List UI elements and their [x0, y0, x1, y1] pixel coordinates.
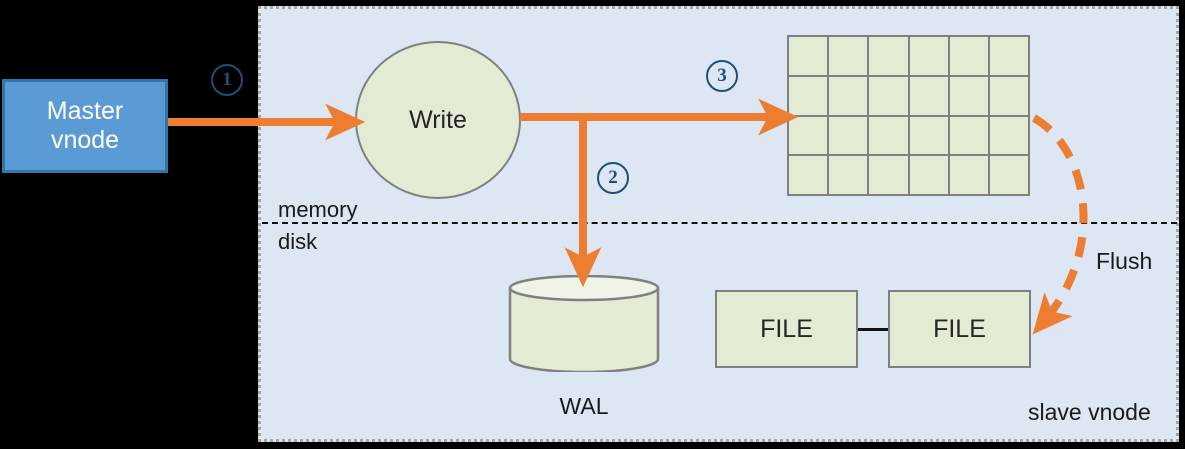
- memtable-cell: [949, 76, 988, 115]
- step-badge-1: 1: [211, 64, 243, 96]
- memtable-cell: [989, 37, 1028, 75]
- memtable-cell: [989, 156, 1028, 194]
- memtable-cell: [829, 37, 868, 75]
- memtable-cell: [869, 156, 908, 194]
- file-box[interactable]: FILE: [888, 290, 1031, 368]
- memtable-cell: [789, 37, 828, 75]
- memtable-cell: [869, 116, 908, 155]
- memtable-cell: [829, 76, 868, 115]
- write-node[interactable]: Write: [355, 41, 521, 199]
- memory-zone-label: memory: [278, 197, 358, 222]
- memtable-cell: [789, 156, 828, 194]
- memtable-cell: [789, 116, 828, 155]
- cylinder-icon: [508, 274, 660, 374]
- wal-cylinder[interactable]: [508, 274, 660, 374]
- master-vnode-box[interactable]: Master vnode: [2, 79, 168, 173]
- file-box[interactable]: FILE: [715, 290, 858, 368]
- memtable-cell: [829, 116, 868, 155]
- memtable-cell: [909, 156, 948, 194]
- memtable-cell: [869, 76, 908, 115]
- disk-zone-label: disk: [278, 229, 318, 254]
- memtable-cell: [789, 76, 828, 115]
- memtable-cell: [909, 37, 948, 75]
- memtable-cell: [949, 37, 988, 75]
- step-badge-3: 3: [706, 60, 738, 92]
- memory-disk-divider: [262, 222, 1177, 224]
- memtable-cell: [909, 116, 948, 155]
- wal-label: WAL: [559, 393, 609, 419]
- memtable-cell: [949, 156, 988, 194]
- slave-vnode-caption: slave vnode: [1028, 399, 1151, 425]
- file-connector-line: [858, 328, 888, 331]
- memtable-grid[interactable]: [787, 35, 1030, 196]
- flush-label: Flush: [1096, 248, 1153, 274]
- memtable-cell: [949, 116, 988, 155]
- memtable-cell: [829, 156, 868, 194]
- memtable-cell: [989, 116, 1028, 155]
- memtable-cell: [989, 76, 1028, 115]
- step-badge-2: 2: [597, 162, 629, 194]
- memtable-cell: [869, 37, 908, 75]
- memtable-cell: [909, 76, 948, 115]
